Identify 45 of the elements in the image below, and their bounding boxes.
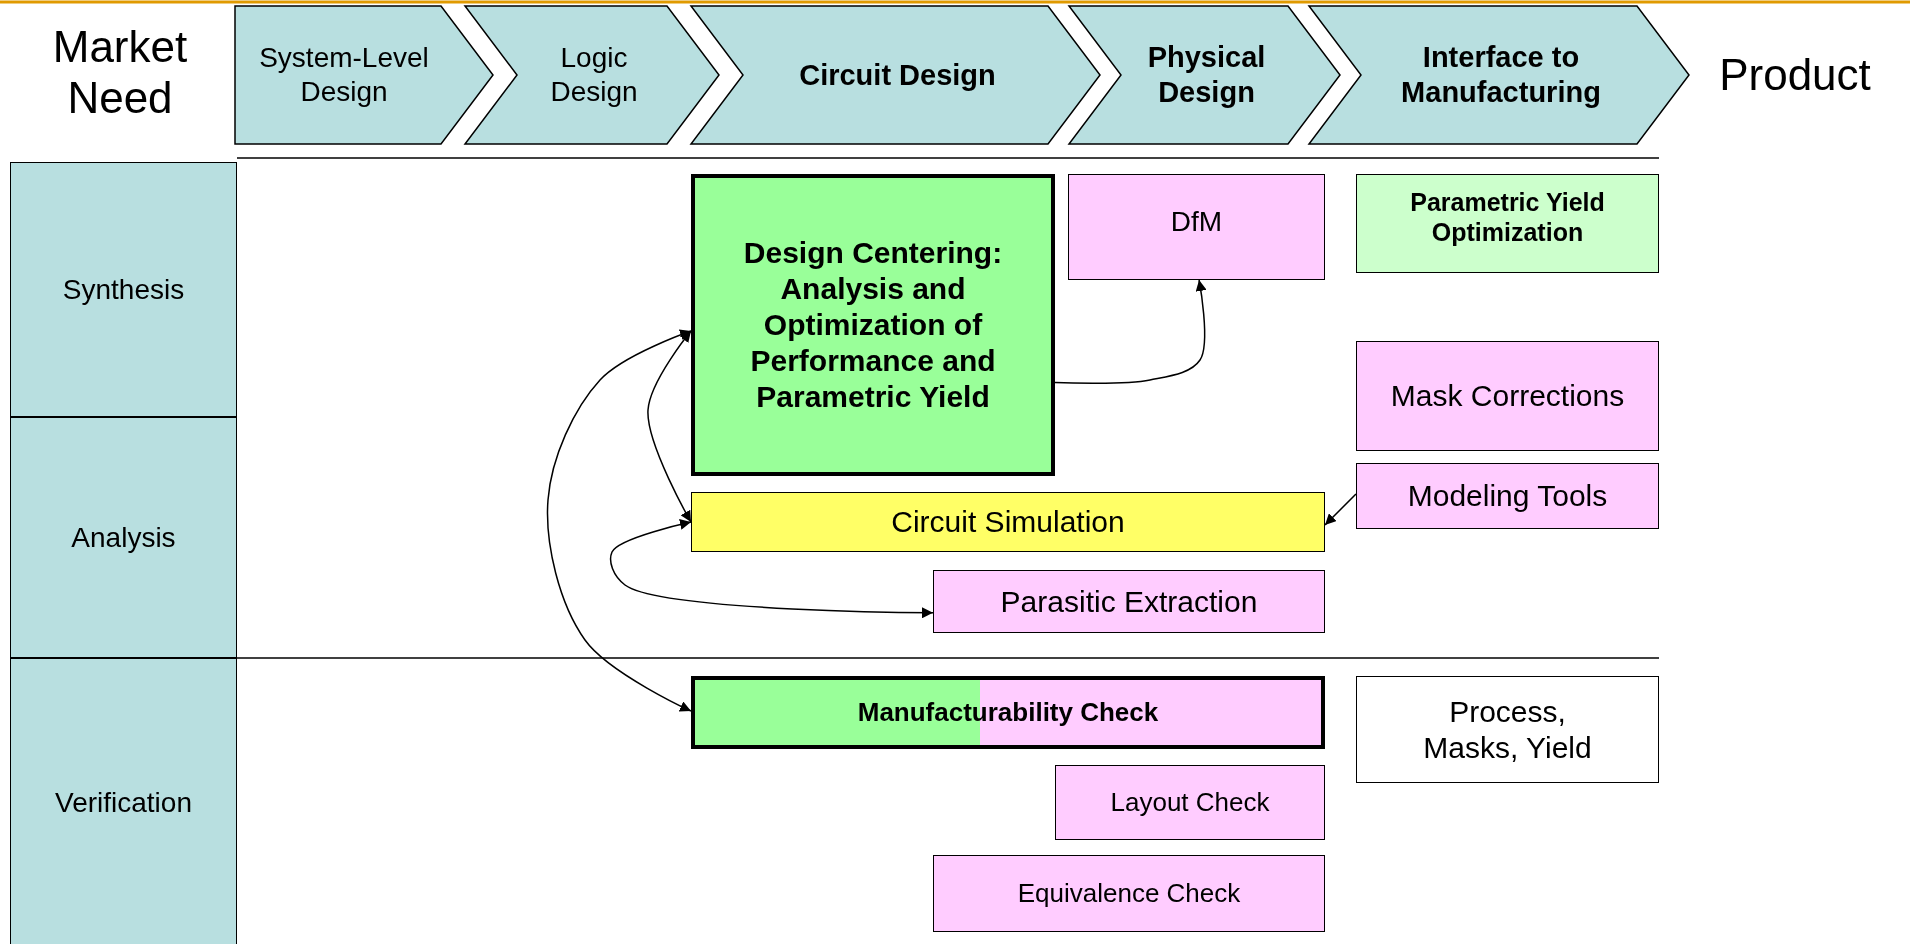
node-text: Interface to Manufacturing [1400,40,1602,110]
process-box [1356,676,1659,783]
node-text: DfM [1170,205,1223,239]
stage-label: Product [1718,50,1872,101]
process-box [1055,765,1325,840]
arrow [647,330,692,523]
process-box [1356,341,1659,451]
stage-label: Market Need [51,22,189,124]
node-text: Analysis [71,520,176,555]
process-stage [465,6,719,144]
node-text: Equivalence Check [1017,877,1241,910]
arrow [1054,279,1207,384]
node-text: System-Level Design [258,41,430,109]
node-text: Synthesis [62,272,185,307]
process-box [1356,174,1659,273]
process-box [933,855,1325,932]
node-text: Layout Check [1110,786,1270,819]
process-box [691,676,1325,749]
node-text: Design Centering: Analysis and Optimization of Performance and Parametric Yield [742,235,1004,415]
process-box [1068,174,1325,280]
process-stage [691,6,1100,144]
row-header [10,162,237,417]
node-text: Modeling Tools [1407,478,1608,514]
node-text: Verification [55,786,192,820]
node-text: Parametric Yield Optimization [1409,187,1606,247]
node-text: Manufacturability Check [857,696,1159,729]
node-text: Parasitic Extraction [1000,583,1258,620]
node-text: Circuit Design [799,57,996,93]
process-box [1356,463,1659,529]
row-header [10,417,237,658]
node-text: Mask Corrections [1390,378,1625,414]
process-stage [235,6,493,144]
process-stage [1309,6,1689,144]
row-header [10,658,237,944]
process-box [691,174,1055,476]
arrow [1324,493,1357,526]
node-text: Physical Design [1146,40,1267,110]
arrow [546,329,692,712]
process-stage [1069,6,1340,144]
node-text: Process, Masks, Yield [1422,693,1593,766]
process-box [933,570,1325,633]
arrow [609,519,934,619]
process-box [691,492,1325,552]
node-text: Logic Design [549,41,639,109]
node-text: Circuit Simulation [891,504,1125,540]
